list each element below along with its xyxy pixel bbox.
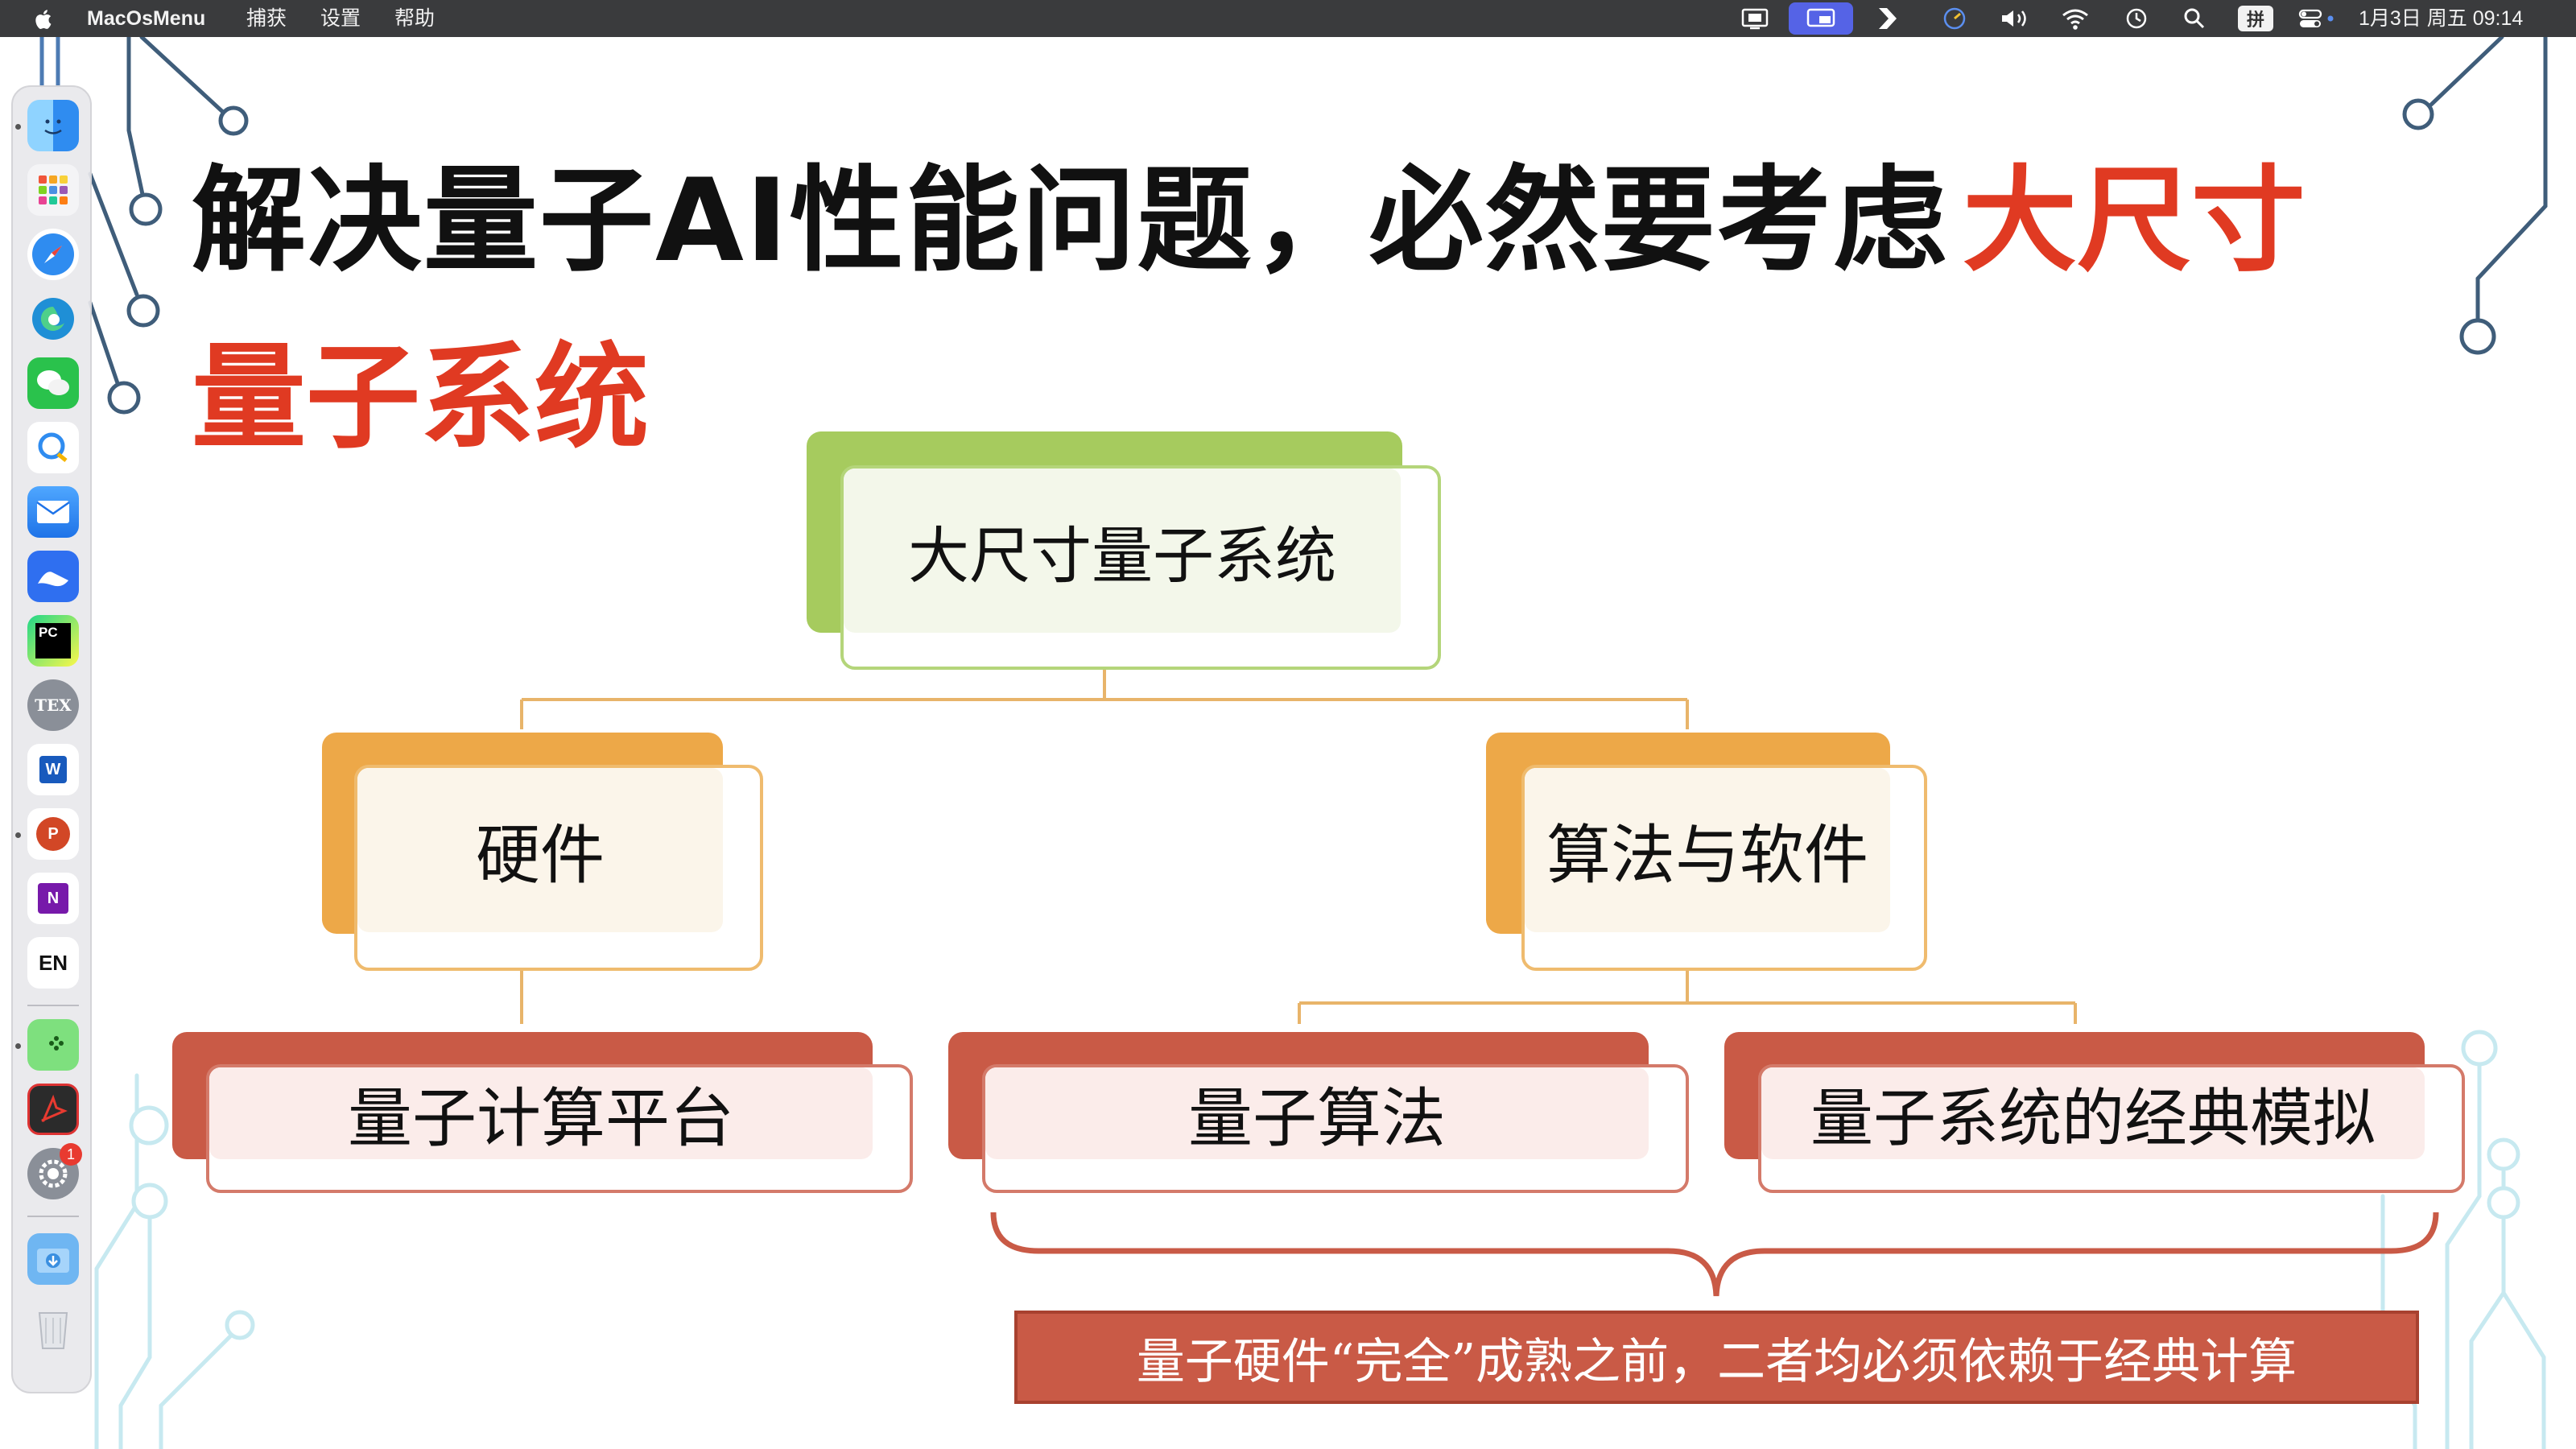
classical-dependency-note: 量子硬件“完全”成熟之前，二者均必须依赖于经典计算 xyxy=(1014,1311,2419,1404)
menu-help[interactable]: 帮助 xyxy=(394,7,436,30)
mail-icon[interactable] xyxy=(27,486,79,538)
word-icon[interactable]: W xyxy=(27,744,79,795)
input-method-icon[interactable]: 拼 xyxy=(2238,6,2273,31)
menu-bar: MacOsMenu 捕获 设置 帮助 拼 1月3日 周五 09:14 xyxy=(0,0,2576,37)
screen-capture-icon[interactable] xyxy=(1739,6,1771,31)
slide-title-highlight: 大尺寸 xyxy=(1963,155,2306,287)
clock-datetime[interactable]: 1月3日 周五 09:14 xyxy=(2359,7,2524,30)
volume-icon[interactable] xyxy=(1998,6,2035,31)
presentation-slide: 解决量子AI性能问题，必然要考虑 大尺寸 量子系统 大尺寸量子系统 硬件 算法与… xyxy=(0,37,2576,1449)
dock: PC TEX W P N EN 1 xyxy=(11,85,92,1393)
time-machine-icon[interactable] xyxy=(2122,6,2151,31)
spotlight-search-icon[interactable] xyxy=(2180,6,2209,31)
lark-icon[interactable] xyxy=(27,551,79,602)
powerpoint-icon[interactable]: P xyxy=(27,808,79,860)
app-name-menu[interactable]: MacOsMenu xyxy=(87,7,206,30)
dictionary-label: EN xyxy=(38,950,68,975)
screen-mirror-icon[interactable] xyxy=(1789,2,1853,35)
dock-separator xyxy=(27,1005,79,1006)
finder-running-indicator xyxy=(15,124,21,130)
word-label: W xyxy=(39,756,67,783)
slide-title-highlight-line2: 量子系统 xyxy=(192,332,649,464)
menu-capture[interactable]: 捕获 xyxy=(246,7,287,30)
circuit-decoration xyxy=(39,37,2548,1449)
launchpad-icon[interactable] xyxy=(27,164,79,216)
control-center-icon[interactable] xyxy=(2296,6,2339,31)
wifi-icon[interactable] xyxy=(2059,6,2091,31)
apple-menu-icon[interactable] xyxy=(32,7,56,31)
onenote-label: N xyxy=(38,883,68,914)
wechat-icon[interactable] xyxy=(27,357,79,409)
level3-label-1: 量子计算平台 xyxy=(209,1067,873,1159)
pycharm-label: PC xyxy=(35,623,71,658)
shortcuts-icon[interactable] xyxy=(1872,6,1905,31)
dock-separator-2 xyxy=(27,1216,79,1217)
level3-label-2: 量子算法 xyxy=(985,1067,1649,1159)
hardware-node-label: 硬件 xyxy=(357,768,723,932)
menu-settings[interactable]: 设置 xyxy=(320,7,361,30)
level3-label-3: 量子系统的经典模拟 xyxy=(1761,1067,2425,1159)
trash-icon[interactable] xyxy=(27,1302,79,1354)
speedometer-icon[interactable] xyxy=(1938,6,1971,31)
downloads-folder-icon[interactable] xyxy=(27,1233,79,1285)
edge-icon[interactable] xyxy=(27,293,79,345)
settings-update-badge: 1 xyxy=(60,1143,82,1166)
tex-label: TEX xyxy=(35,696,72,715)
safari-icon[interactable] xyxy=(27,229,79,280)
acrobat-icon[interactable] xyxy=(27,1084,79,1135)
pycharm-icon[interactable]: PC xyxy=(27,615,79,667)
onenote-icon[interactable]: N xyxy=(27,873,79,924)
tex-icon[interactable]: TEX xyxy=(27,679,79,731)
finder-icon[interactable] xyxy=(27,100,79,151)
input-method-label: 拼 xyxy=(2246,10,2264,31)
game-running-indicator xyxy=(15,1043,21,1049)
powerpoint-running-indicator xyxy=(15,832,21,838)
root-node-label: 大尺寸量子系统 xyxy=(844,469,1401,633)
qq-browser-icon[interactable] xyxy=(27,422,79,473)
game-controller-icon[interactable] xyxy=(27,1019,79,1071)
algorithm-software-node-label: 算法与软件 xyxy=(1525,768,1890,932)
powerpoint-label: P xyxy=(36,817,70,851)
dictionary-icon[interactable]: EN xyxy=(27,937,79,989)
slide-title: 解决量子AI性能问题，必然要考虑 xyxy=(192,155,1949,287)
